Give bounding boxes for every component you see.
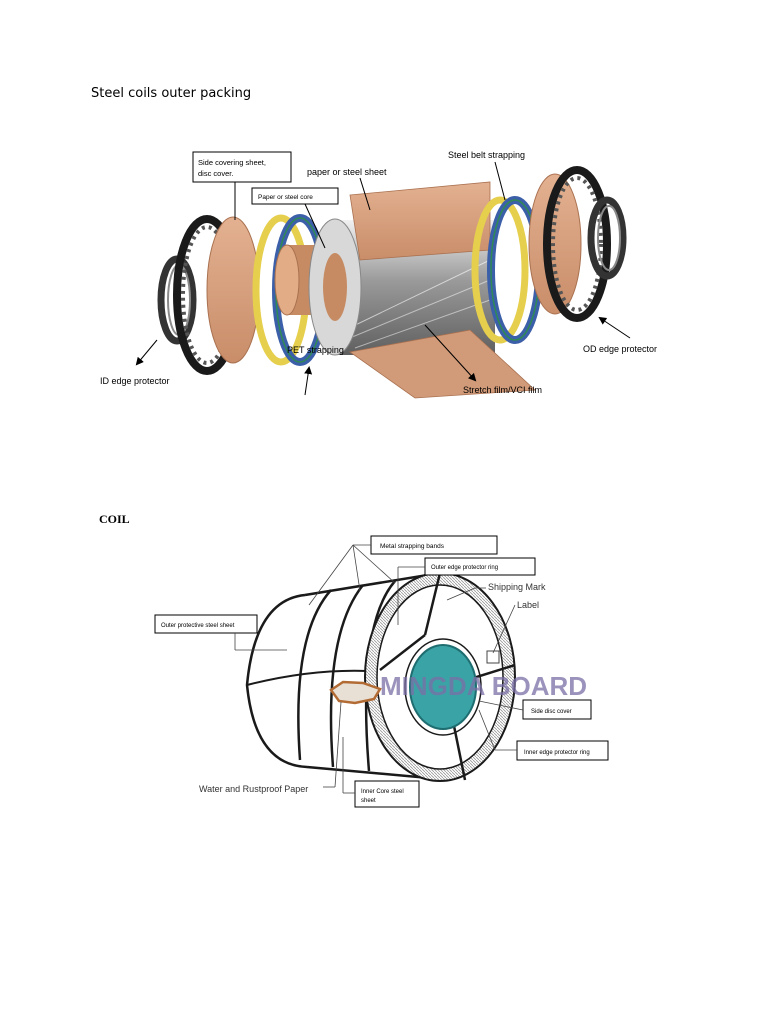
outer-paper-sheet xyxy=(349,181,491,261)
inner-edge-ring-label: Inner edge protector ring xyxy=(524,750,590,756)
outer-sheet-label-box xyxy=(154,614,258,634)
unrolled-paper-sheet xyxy=(348,329,536,399)
side-cover-label-line2: disc cover. xyxy=(198,169,233,178)
shipping-mark-label: Shipping Mark xyxy=(488,582,546,592)
page-heading: Steel coils outer packing xyxy=(91,86,252,101)
id-protector-label: ID edge protector xyxy=(100,376,170,386)
outer-edge-ring-label-box xyxy=(424,557,536,576)
pet-strapping-label: PET strapping xyxy=(287,345,344,355)
coil-label-tag xyxy=(486,650,500,664)
side-cover-label-box xyxy=(192,151,292,183)
label-label: Label xyxy=(517,600,539,610)
side-disc-cover xyxy=(409,644,477,730)
steel-belt-label: Steel belt strapping xyxy=(448,150,525,160)
rustproof-paper-patch xyxy=(329,680,382,705)
water-paper-label: Water and Rustproof Paper xyxy=(199,784,308,794)
outer-edge-ring-label: Outer edge protector ring xyxy=(431,565,498,571)
right-pet-strapping-band xyxy=(471,196,529,344)
side-disc-label: Side disc cover xyxy=(531,709,572,715)
coil-line-diagram: MINGDA BOARD Metal strapping bands Outer… xyxy=(154,535,609,808)
coil-section-title: COIL xyxy=(99,512,130,526)
packing-exploded-diagram: Side covering sheet, disc cover. Paper o… xyxy=(100,150,657,399)
side-disc-label-box xyxy=(522,699,592,720)
inner-edge-ring-label-box xyxy=(516,740,609,761)
outer-sheet-label: Outer protective steel sheet xyxy=(161,623,235,629)
side-cover-label-line1: Side covering sheet, xyxy=(198,158,266,167)
left-disc-cover xyxy=(206,216,260,364)
paper-core-label: Paper or steel core xyxy=(258,194,313,201)
od-protector-label: OD edge protector xyxy=(583,344,657,354)
inner-core-label-box xyxy=(354,780,420,808)
metal-strapping-label: Metal strapping bands xyxy=(380,543,445,550)
inner-edge-protector-ring xyxy=(404,638,482,736)
right-id-edge-protector-ring xyxy=(587,196,627,280)
diagram2-leader-lines xyxy=(234,544,524,794)
right-od-edge-protector xyxy=(543,166,611,322)
inner-core-label-line2: sheet xyxy=(361,798,376,804)
inner-core-label-line1: Inner Core steel xyxy=(361,789,404,795)
paper-core-label-box xyxy=(251,187,339,205)
brand-watermark: MINGDA BOARD xyxy=(380,671,587,701)
paper-sheet-label: paper or steel sheet xyxy=(307,167,387,177)
diagram1-leader-lines xyxy=(135,161,631,396)
stretch-film-label: Stretch film/VCI film xyxy=(463,385,542,395)
